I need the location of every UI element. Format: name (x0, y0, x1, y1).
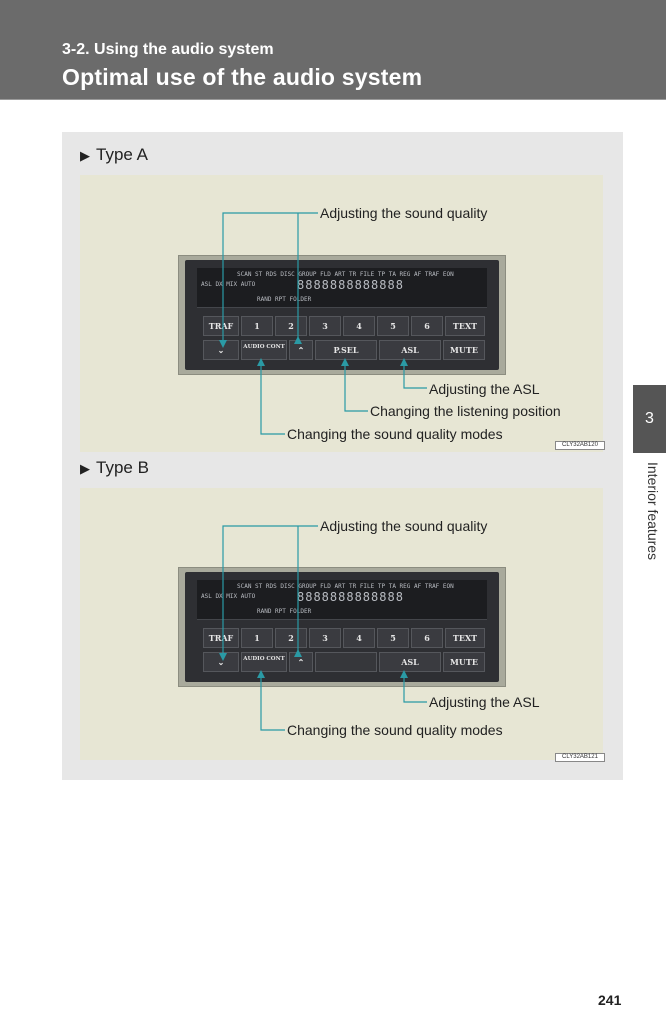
unit-display: SCAN ST RDS DISC GROUP FLD ART TR FILE T… (197, 580, 487, 620)
type-a-heading: ▶ Type A (80, 145, 148, 165)
callout-listening-position: Changing the listening position (370, 403, 561, 419)
preset-5-button[interactable]: 5 (377, 628, 409, 648)
type-b-heading: ▶ Type B (80, 458, 149, 478)
figure-code: CLY32AB120 (555, 441, 605, 450)
text-button[interactable]: TEXT (445, 628, 485, 648)
display-status: RAND RPT FOLDER (257, 296, 312, 303)
unit-frame: SCAN ST RDS DISC GROUP FLD ART TR FILE T… (185, 572, 499, 682)
preset-2-button[interactable]: 2 (275, 316, 307, 336)
display-indicators: SCAN ST RDS DISC GROUP FLD ART TR FILE T… (237, 583, 454, 590)
preset-2-button[interactable]: 2 (275, 628, 307, 648)
preset-1-button[interactable]: 1 (241, 628, 273, 648)
text-button[interactable]: TEXT (445, 316, 485, 336)
preset-4-button[interactable]: 4 (343, 628, 375, 648)
display-digits: 8888888888888 (297, 278, 404, 292)
unit-frame: SCAN ST RDS DISC GROUP FLD ART TR FILE T… (185, 260, 499, 370)
chevron-down-icon: ⌄ (217, 657, 225, 667)
display-digits: 8888888888888 (297, 590, 404, 604)
type-b-label: Type B (96, 458, 149, 477)
page-header: 3-2. Using the audio system Optimal use … (0, 0, 666, 100)
display-modes: ASL DX MIX AUTO (201, 593, 256, 600)
callout-quality-modes: Changing the sound quality modes (287, 426, 503, 442)
chapter-tab[interactable]: 3 (633, 385, 666, 453)
section-heading: 3-2. Using the audio system (62, 41, 274, 58)
callout-asl: Adjusting the ASL (429, 694, 540, 710)
chevron-up-icon: ⌃ (297, 657, 305, 667)
display-modes: ASL DX MIX AUTO (201, 281, 256, 288)
preset-5-button[interactable]: 5 (377, 316, 409, 336)
up-button[interactable]: ⌃ (289, 340, 313, 360)
figure-code: CLY32AB121 (555, 753, 605, 762)
p-sel-button[interactable]: P.SEL (315, 340, 377, 360)
preset-4-button[interactable]: 4 (343, 316, 375, 336)
display-status: RAND RPT FOLDER (257, 608, 312, 615)
blank-button (315, 652, 377, 672)
preset-1-button[interactable]: 1 (241, 316, 273, 336)
display-indicators: SCAN ST RDS DISC GROUP FLD ART TR FILE T… (237, 271, 454, 278)
unit-display: SCAN ST RDS DISC GROUP FLD ART TR FILE T… (197, 268, 487, 308)
triangle-icon: ▶ (80, 461, 90, 476)
page-title: Optimal use of the audio system (62, 64, 423, 90)
traf-button[interactable]: TRAF (203, 316, 239, 336)
preset-6-button[interactable]: 6 (411, 628, 443, 648)
type-a-audio-unit: SCAN ST RDS DISC GROUP FLD ART TR FILE T… (178, 255, 506, 375)
callout-asl: Adjusting the ASL (429, 381, 540, 397)
triangle-icon: ▶ (80, 148, 90, 163)
preset-6-button[interactable]: 6 (411, 316, 443, 336)
preset-3-button[interactable]: 3 (309, 628, 341, 648)
down-button[interactable]: ⌄ (203, 340, 239, 360)
type-b-audio-unit: SCAN ST RDS DISC GROUP FLD ART TR FILE T… (178, 567, 506, 687)
mute-button[interactable]: MUTE (443, 652, 485, 672)
callout-sound-quality: Adjusting the sound quality (320, 518, 488, 534)
traf-button[interactable]: TRAF (203, 628, 239, 648)
callout-sound-quality: Adjusting the sound quality (320, 205, 488, 221)
chapter-label: Interior features (645, 462, 661, 561)
preset-3-button[interactable]: 3 (309, 316, 341, 336)
page-number: 241 (598, 992, 622, 1008)
asl-button[interactable]: ASL (379, 652, 441, 672)
audio-cont-button[interactable]: AUDIO CONT (241, 340, 287, 360)
chevron-up-icon: ⌃ (297, 345, 305, 355)
asl-button[interactable]: ASL (379, 340, 441, 360)
mute-button[interactable]: MUTE (443, 340, 485, 360)
up-button[interactable]: ⌃ (289, 652, 313, 672)
audio-cont-button[interactable]: AUDIO CONT (241, 652, 287, 672)
down-button[interactable]: ⌄ (203, 652, 239, 672)
type-a-label: Type A (96, 145, 148, 164)
chevron-down-icon: ⌄ (217, 345, 225, 355)
callout-quality-modes: Changing the sound quality modes (287, 722, 503, 738)
